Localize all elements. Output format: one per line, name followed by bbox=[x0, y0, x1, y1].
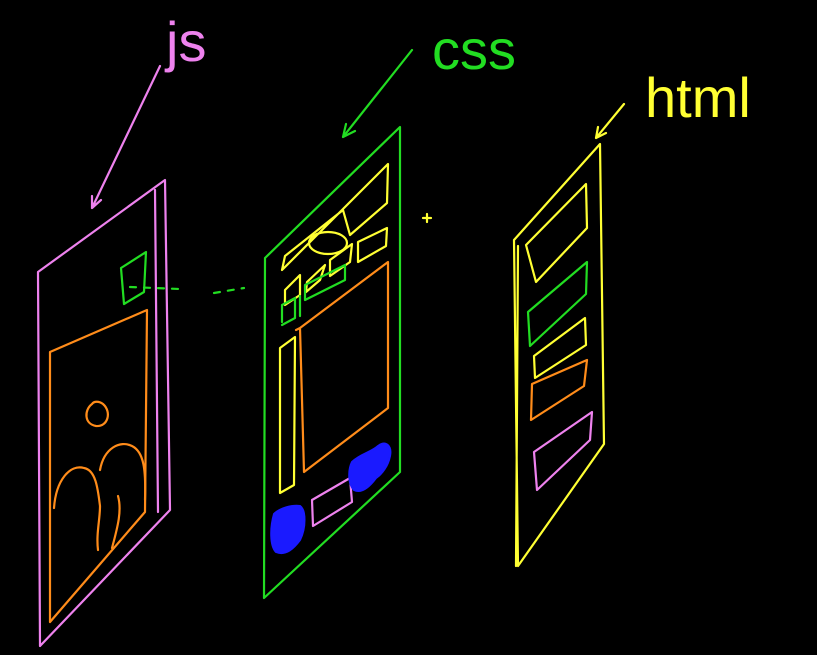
cursor-plus bbox=[421, 212, 433, 224]
html-footer-box bbox=[532, 410, 594, 492]
css-arrow bbox=[341, 48, 414, 139]
html-header-box bbox=[524, 182, 589, 284]
html-content-box bbox=[529, 358, 589, 422]
html-nav-box bbox=[526, 260, 589, 348]
label-css: css bbox=[432, 18, 516, 81]
css-blue-blob-left bbox=[270, 504, 306, 554]
css-blue-blob-right bbox=[348, 442, 392, 492]
js-arrow bbox=[90, 64, 162, 210]
js-figure-body bbox=[52, 443, 147, 552]
css-layer bbox=[262, 48, 433, 600]
html-section-box bbox=[532, 316, 588, 380]
css-logo-circle bbox=[307, 230, 349, 256]
css-footer-box bbox=[310, 476, 354, 528]
html-panel-outline bbox=[512, 142, 606, 568]
css-content-area bbox=[294, 260, 390, 474]
js-layer bbox=[36, 64, 246, 648]
css-menu-bar bbox=[280, 263, 347, 327]
js-figure-head bbox=[85, 400, 109, 428]
js-panel-outline bbox=[36, 178, 172, 648]
css-nav-items bbox=[283, 226, 389, 307]
html-layer bbox=[512, 102, 626, 568]
js-green-element bbox=[119, 250, 148, 306]
css-panel-outline bbox=[262, 125, 402, 600]
css-header-box bbox=[280, 162, 390, 272]
js-image-frame bbox=[48, 308, 149, 624]
js-dashed-connector bbox=[128, 285, 246, 295]
html-arrow bbox=[594, 102, 626, 140]
css-sidebar bbox=[278, 335, 297, 495]
label-html: html bbox=[645, 66, 751, 129]
label-js: js bbox=[166, 10, 207, 73]
